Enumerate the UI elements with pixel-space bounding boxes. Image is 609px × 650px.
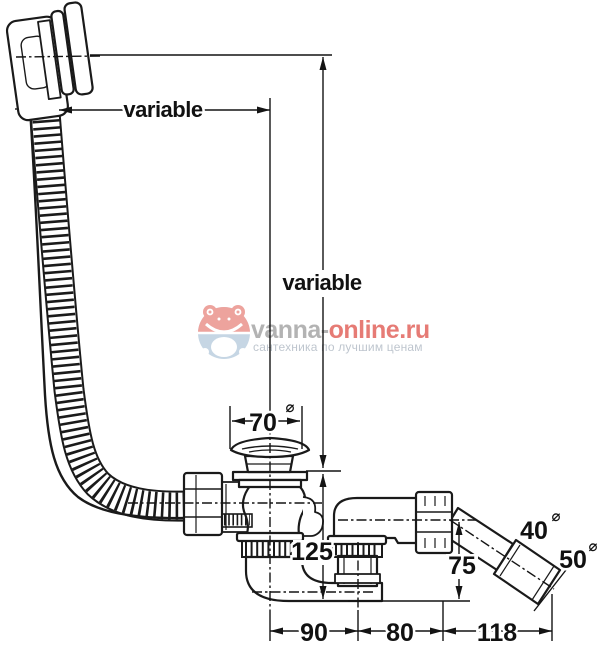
dimension-labels: variable variable 70 ⌀ 125 75 90 80 118 … xyxy=(121,95,600,650)
diameter-symbol-70: ⌀ xyxy=(285,399,294,416)
frog-icon xyxy=(197,305,251,359)
dim-label-vertical-variable: variable xyxy=(282,270,361,295)
knob-disc-outer xyxy=(63,1,94,96)
escutcheon-plate xyxy=(37,19,62,101)
outlet-sleeve-50 xyxy=(492,538,562,606)
dim-label-80: 80 xyxy=(386,619,414,647)
dim-label-125: 125 xyxy=(291,538,333,566)
dim-label-70: 70 xyxy=(249,409,277,437)
union-nut xyxy=(414,490,454,555)
control-cable xyxy=(28,107,187,520)
drain-sweep-pipe xyxy=(244,555,384,603)
branch-slip-nut xyxy=(326,534,388,558)
overflow-hose xyxy=(28,98,189,522)
hose-union-nut xyxy=(182,471,224,537)
dim-label-50: 50 xyxy=(559,546,587,574)
dim-label-118: 118 xyxy=(477,619,517,647)
watermark-tagline: сантехника по лучшим ценам xyxy=(253,340,423,354)
dimension-lines xyxy=(15,54,567,641)
watermark-site-prefix: vanna- xyxy=(251,316,329,344)
watermark-site-suffix: online.ru xyxy=(329,316,430,344)
diameter-symbol-50: ⌀ xyxy=(588,538,597,555)
drain-tee-body xyxy=(217,481,324,537)
dim-label-horizontal-variable: variable xyxy=(123,97,202,122)
outlet-centerline xyxy=(449,519,555,590)
watermark-site-text: vanna-online.ru xyxy=(251,316,430,344)
diameter-symbol-40: ⌀ xyxy=(551,508,560,525)
knob-disc-inner xyxy=(50,9,75,96)
overflow-fitting xyxy=(5,1,94,122)
dim-label-90: 90 xyxy=(300,619,328,647)
watermark: vanna-online.ru сантехника по лучшим цен… xyxy=(197,305,430,359)
overflow-centerline xyxy=(15,55,101,58)
dim-label-75: 75 xyxy=(448,552,476,580)
dim-label-40: 40 xyxy=(520,517,548,545)
